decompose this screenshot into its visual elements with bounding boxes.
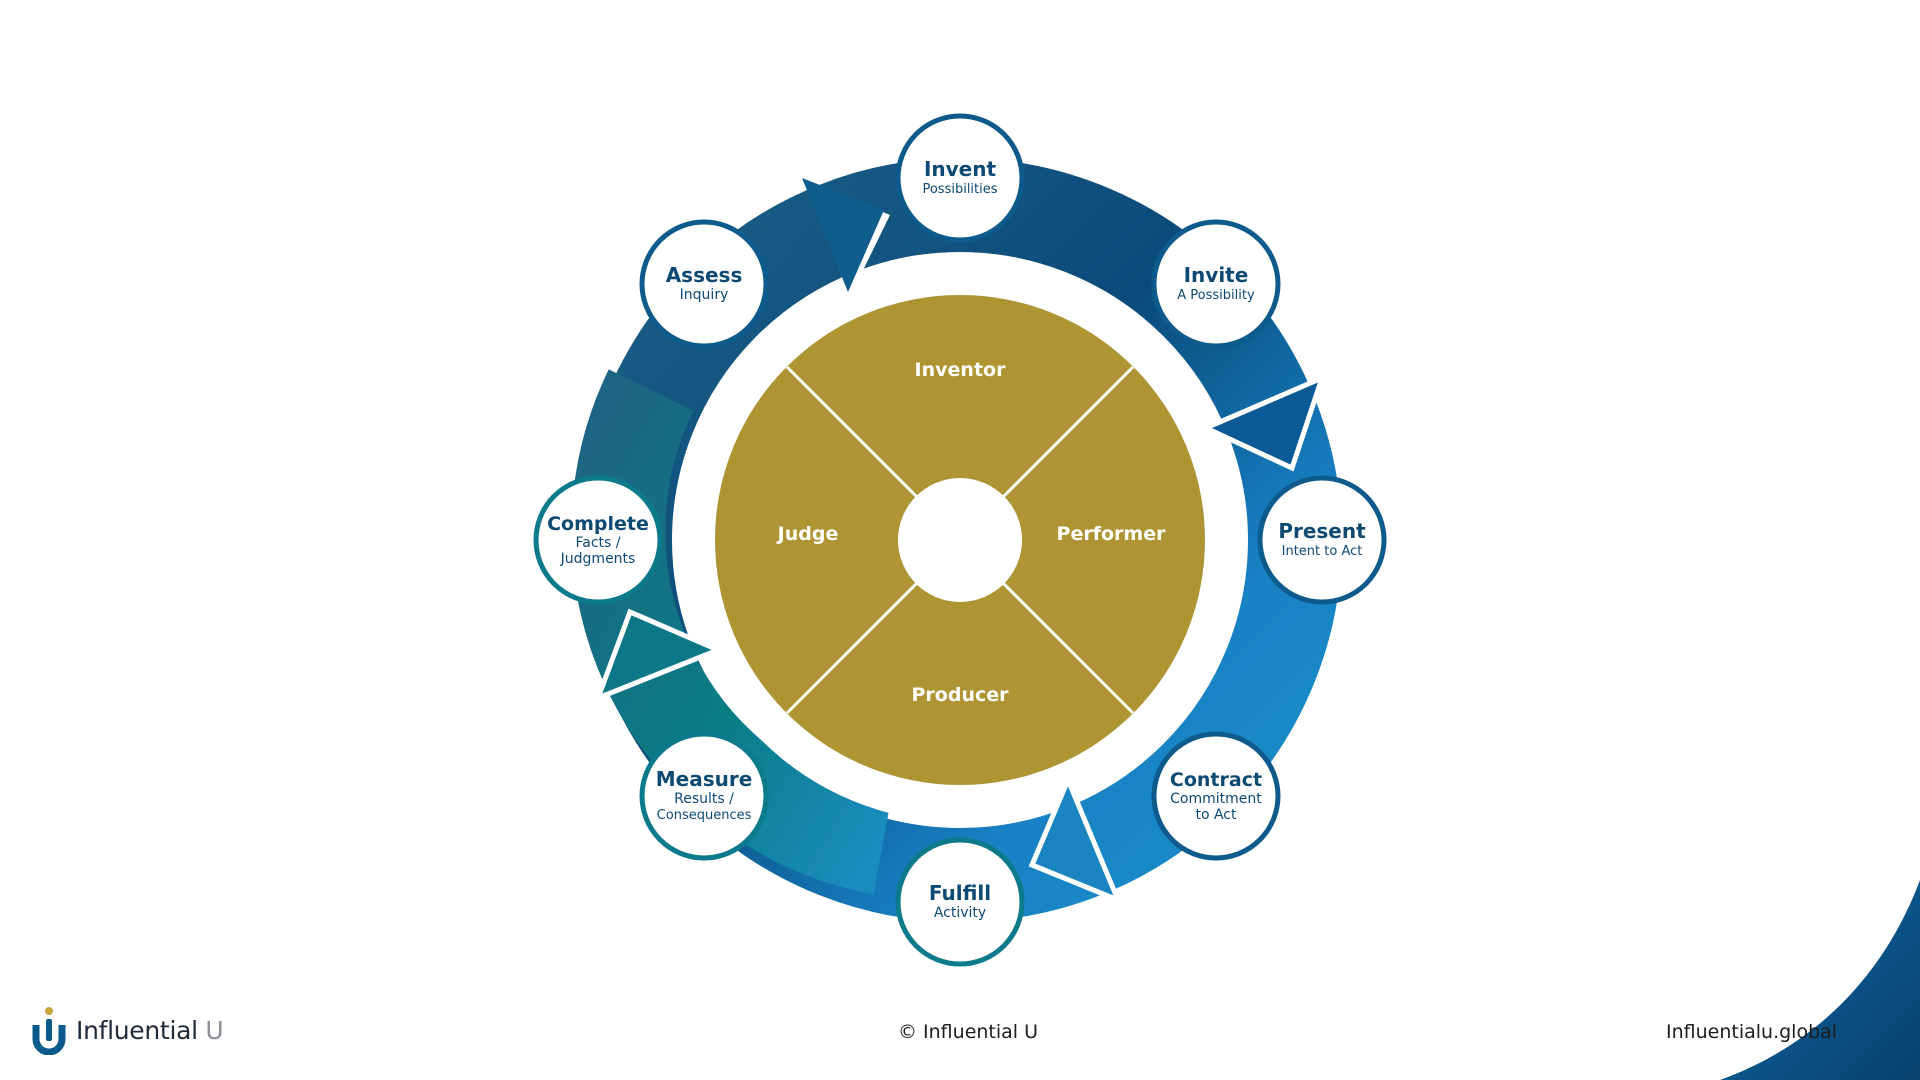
arrow-head-top-fill [802, 178, 884, 292]
brand-name: Influential U [76, 1015, 224, 1045]
step-circle [1257, 475, 1387, 605]
brand-logo: Influential U [30, 1004, 224, 1056]
step-title: Fulfill [929, 881, 991, 905]
step-title: Complete [547, 513, 649, 535]
step-circle [639, 731, 769, 861]
cycle-arrows [593, 178, 1327, 905]
step-circle [1151, 731, 1281, 861]
step-subtitle: Facts / [576, 535, 621, 551]
step-title: Invite [1184, 263, 1249, 287]
step-subtitle: Consequences [657, 808, 752, 823]
arrow-head-left [593, 608, 725, 703]
copyright: © Influential U [898, 1021, 1039, 1043]
step-circle [895, 113, 1025, 243]
step-circle [533, 475, 663, 605]
step-subtitle: Results / [674, 791, 734, 807]
step-subtitle: Judgments [560, 551, 636, 567]
step-subtitle: Possibilities [922, 182, 997, 197]
step-circle [1151, 219, 1281, 349]
step-subtitle: to Act [1195, 807, 1237, 823]
role-producer: Producer [912, 684, 1010, 706]
corner-swoosh [1720, 880, 1920, 1080]
center-hub [898, 478, 1022, 602]
brand-name-suffix: U [205, 1015, 224, 1045]
arrow-head-bottom [1028, 773, 1123, 905]
step-circle [895, 837, 1025, 967]
step-title: Measure [656, 767, 753, 791]
influential-u-logo-icon [32, 1007, 66, 1055]
role-judge: Judge [776, 523, 839, 545]
step-title: Invent [924, 157, 997, 181]
step-title: Present [1278, 519, 1366, 543]
step-title: Assess [666, 263, 743, 287]
role-performer: Performer [1057, 523, 1167, 545]
role-quadrants: Inventor Performer Producer Judge [715, 295, 1205, 785]
brand-name-main: Influential [76, 1015, 198, 1045]
step-subtitle: Commitment [1170, 791, 1262, 807]
step-title: Contract [1170, 769, 1262, 791]
arrow-head-right [1199, 373, 1327, 472]
role-inventor: Inventor [915, 359, 1007, 381]
website-link[interactable]: Influentialu.global [1666, 1021, 1838, 1043]
step-subtitle: Activity [934, 905, 986, 921]
step-subtitle: Inquiry [680, 287, 729, 303]
step-subtitle: A Possibility [1177, 288, 1255, 303]
step-circle [639, 219, 769, 349]
step-subtitle: Intent to Act [1282, 544, 1363, 559]
